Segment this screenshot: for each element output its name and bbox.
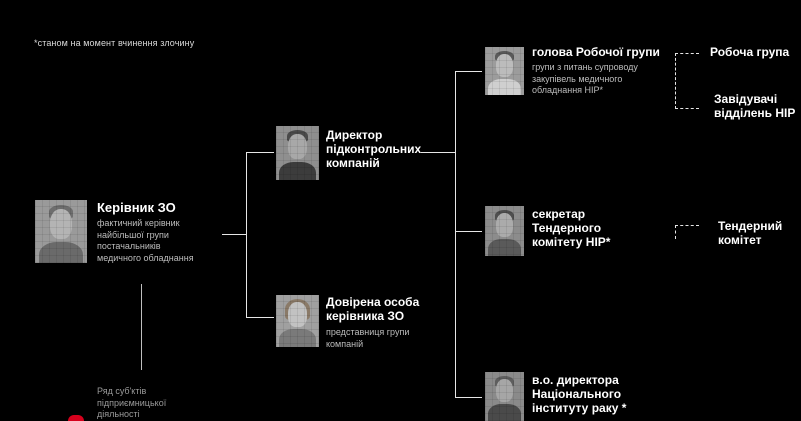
dash-to-dept-heads: [675, 108, 699, 109]
group-entities: Ряд суб'ктів підприємницької діяльності: [97, 386, 166, 421]
photo-secretary: [485, 206, 524, 256]
head-desc-line: фактичний керівник: [97, 218, 180, 228]
proxy-desc-line: представниця групи: [326, 327, 410, 337]
dash-vertical-groups: [675, 53, 676, 109]
group-tender-committee-line: комітет: [718, 233, 762, 247]
acting-director-name-line: в.о. директора: [532, 373, 619, 387]
photo-proxy: [276, 295, 319, 347]
dash-to-tender-committee: [675, 225, 699, 226]
director-name-line: Директор: [326, 128, 383, 142]
acting-director-name-line: Національного: [532, 387, 622, 401]
director-name: Директор підконтрольних компаній: [326, 128, 421, 170]
wg-head-desc-line: закупівель медичного: [532, 73, 623, 84]
secretary-name: секретар Тендерного комітету НІР*: [532, 207, 610, 249]
group-dept-heads-line: відділень НІР: [714, 106, 796, 120]
secretary-name-line: секретар: [532, 207, 586, 221]
connector-branch1-vertical: [246, 152, 247, 318]
group-tender-committee: Тендерний комітет: [718, 219, 782, 247]
group-entities-line: підприємницької: [97, 397, 167, 408]
group-entities-line: Ряд суб'ктів: [97, 386, 147, 396]
proxy-name-line: керівника ЗО: [326, 309, 405, 323]
group-entities-line: діяльності: [97, 409, 140, 419]
secretary-name-line: комітету НІР*: [532, 235, 611, 249]
connector-branch2-vertical: [455, 71, 456, 397]
connector-to-wg-head: [455, 71, 482, 72]
head-name: Керівник ЗО: [97, 200, 176, 215]
connector-to-proxy: [246, 317, 274, 318]
photo-head: [35, 200, 87, 263]
footnote: *станом на момент вчинення злочину: [34, 38, 195, 48]
wg-head-desc: групи з питань супроводу закупівель меди…: [532, 62, 638, 97]
acting-director-name: в.о. директора Національного інституту р…: [532, 373, 626, 415]
director-name-line: підконтрольних: [326, 142, 422, 156]
photo-wg-head: [485, 47, 524, 95]
connector-to-acting-director: [455, 397, 482, 398]
red-accent-mark: [68, 415, 84, 421]
group-dept-heads-line: Завідувачі: [714, 92, 778, 106]
wg-head-desc-line: обладнання НІР*: [532, 85, 604, 95]
wg-head-desc-line: групи з питань супроводу: [532, 62, 638, 72]
secretary-name-line: Тендерного: [532, 221, 602, 235]
connector-director-branch: [421, 152, 455, 153]
connector-to-director: [246, 152, 274, 153]
acting-director-name-line: інституту раку *: [532, 401, 627, 415]
dash-tender-short: [675, 225, 676, 239]
group-dept-heads: Завідувачі відділень НІР: [714, 92, 795, 120]
wg-head-name: голова Робочої групи: [532, 45, 660, 59]
head-desc: фактичний керівник найбільшої групи пост…: [97, 218, 194, 264]
connector-to-secretary: [455, 231, 482, 232]
proxy-name: Довірена особа керівника ЗО: [326, 295, 419, 323]
connector-head-entities: [141, 284, 142, 370]
head-desc-line: медичного обладнання: [97, 252, 194, 263]
head-desc-line: найбільшої групи: [97, 229, 169, 240]
director-name-line: компаній: [326, 156, 380, 170]
connector-head-branch: [222, 234, 246, 235]
group-working-group: Робоча група: [710, 45, 790, 59]
proxy-name-line: Довірена особа: [326, 295, 420, 309]
head-desc-line: постачальників: [97, 241, 161, 251]
proxy-desc-line: компаній: [326, 338, 364, 349]
photo-acting-director: [485, 372, 524, 421]
group-tender-committee-line: Тендерний: [718, 219, 783, 233]
proxy-desc: представниця групи компаній: [326, 327, 409, 350]
dash-to-working-group: [675, 53, 699, 54]
photo-director: [276, 126, 319, 180]
